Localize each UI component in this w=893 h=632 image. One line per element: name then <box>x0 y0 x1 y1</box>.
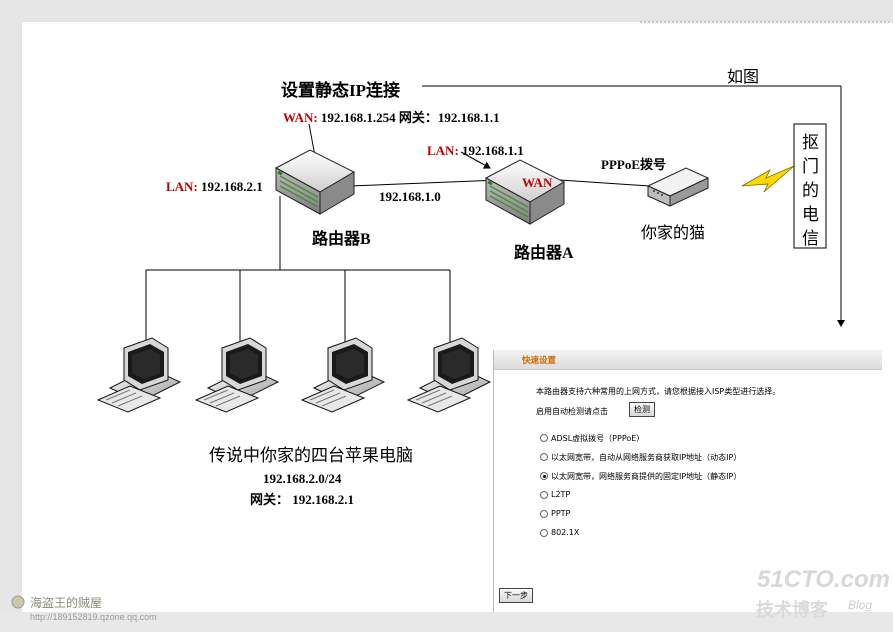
computers-subnet: 192.168.2.0/24 <box>263 471 342 486</box>
link-router-a-modem <box>559 179 651 187</box>
computers-gateway: 网关： 192.168.2.1 <box>250 492 355 507</box>
router-b-icon <box>274 149 356 215</box>
router-b-name: 路由器B <box>312 231 371 248</box>
site-watermark-tagline: 技术博客 <box>756 600 828 620</box>
option-static-ip-radio[interactable] <box>540 472 548 480</box>
router-b-lan-value: 192.168.2.1 <box>201 179 263 194</box>
computer-icon-1 <box>96 337 182 413</box>
panel-header: 快速设置 <box>494 350 882 370</box>
quick-settings-panel: 快速设置 本路由器支持六种常用的上网方式，请您根据接入ISP类型进行选择。 启用… <box>493 350 882 612</box>
option-dynamic-ip-label: 以太网宽带，自动从网络服务商获取IP地址（动态IP） <box>551 453 742 462</box>
isp-char-5: 信 <box>802 229 819 249</box>
router-b-wan-line: WAN: 192.168.1.254 网关：192.168.1.1 <box>283 107 500 126</box>
modem-icon <box>646 167 710 207</box>
isp-char-4: 电 <box>802 205 819 225</box>
router-a-lan-value: 192.168.1.1 <box>462 143 524 158</box>
lan-tree-lines <box>145 196 451 350</box>
router-b-wan-value: 192.168.1.254 网关：192.168.1.1 <box>320 110 500 125</box>
isp-char-1: 抠 <box>802 133 819 153</box>
blog-watermark-name: 海盗王的贼屋 <box>30 596 103 610</box>
option-pptp-label: PPTP <box>551 509 571 518</box>
detect-button[interactable]: 检测 <box>629 402 655 417</box>
option-8021x-label: 802.1X <box>551 528 580 537</box>
blog-watermark-url: http://189152819.qzone.qq.com <box>30 612 157 622</box>
note-connector-line <box>422 85 845 327</box>
router-a-wan-tag: WAN <box>522 175 553 190</box>
option-dynamic-ip-radio[interactable] <box>540 453 548 461</box>
static-ip-title: 设置静态IP连接 <box>281 81 400 100</box>
computers-caption: 传说中你家的四台苹果电脑 <box>209 446 413 465</box>
blog-watermark-icon <box>11 595 25 609</box>
option-pppoe-radio[interactable] <box>540 434 548 442</box>
option-pptp-radio[interactable] <box>540 510 548 518</box>
computer-icon-3 <box>300 337 386 413</box>
link-router-b-router-a <box>349 179 501 187</box>
router-b-lan-line: LAN: 192.168.2.1 <box>166 179 263 195</box>
note-as-shown: 如图 <box>727 69 760 86</box>
router-a-lan-tag: LAN: <box>427 143 459 158</box>
site-watermark-logo: 51CTO.com <box>757 566 890 593</box>
option-static-ip-label: 以太网宽带，网络服务商提供的固定IP地址（静态IP） <box>551 472 742 481</box>
router-a-icon <box>484 159 566 225</box>
isp-char-3: 的 <box>802 181 819 201</box>
option-pppoe-label: ADSL虚拟拨号（PPPoE） <box>551 434 645 443</box>
panel-description: 本路由器支持六种常用的上网方式，请您根据接入ISP类型进行选择。 <box>536 387 781 396</box>
router-a-name: 路由器A <box>514 245 574 262</box>
option-l2tp-radio[interactable] <box>540 491 548 499</box>
panel-title: 快速设置 <box>522 356 557 366</box>
pppoe-label: PPPoE拨号 <box>601 157 666 172</box>
site-watermark-blog: Blog <box>848 598 873 612</box>
router-b-lan-tag: LAN: <box>166 179 198 194</box>
router-a-lan-line: LAN: 192.168.1.1 <box>427 143 524 159</box>
option-8021x-radio[interactable] <box>540 529 548 537</box>
isp-box <box>793 123 827 249</box>
modem-label: 你家的猫 <box>641 225 706 242</box>
computer-icon-4 <box>406 337 492 413</box>
option-l2tp-label: L2TP <box>551 490 571 499</box>
computer-icon-2 <box>194 337 280 413</box>
lan-pointer-arrow <box>460 151 491 169</box>
router-b-wan-tag: WAN: <box>283 110 318 125</box>
next-button[interactable]: 下一步 <box>499 588 533 603</box>
isp-char-2: 门 <box>802 157 819 177</box>
auto-detect-label: 启用自动检测请点击 <box>536 407 608 416</box>
link-subnet-label: 192.168.1.0 <box>379 189 441 204</box>
